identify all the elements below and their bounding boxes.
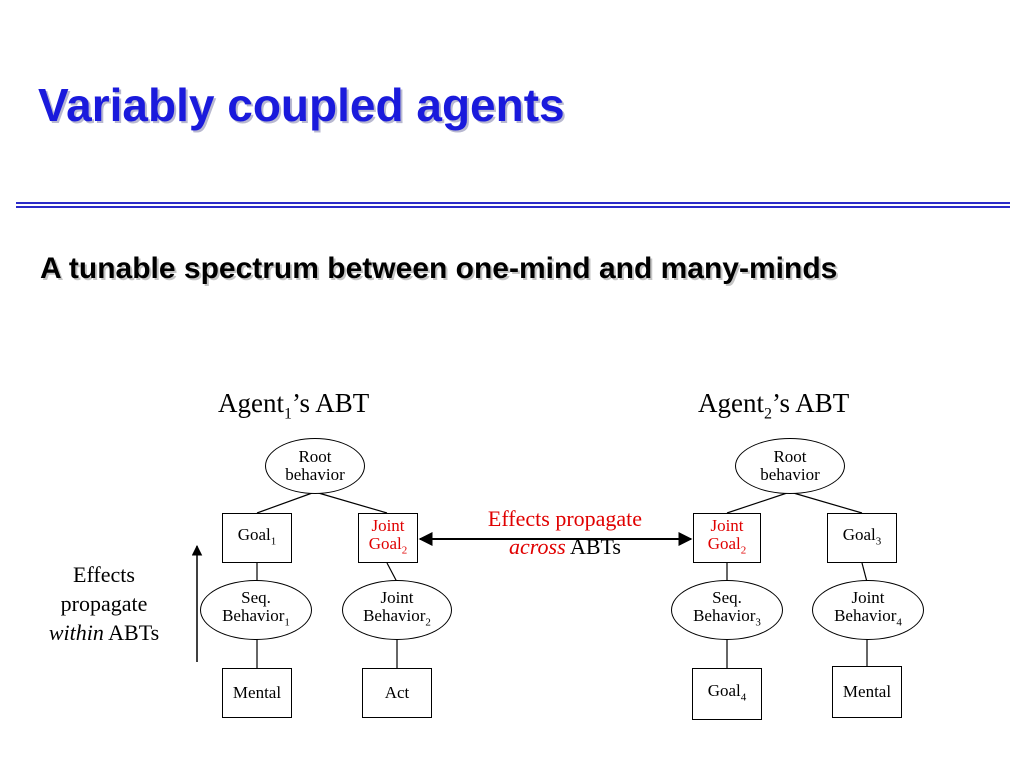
edge-root2-jointgoal	[726, 491, 791, 514]
agent2-seq-behavior3: Seq.Behavior3	[671, 580, 783, 640]
agent1-goal1: Goal1	[222, 513, 292, 563]
within-abt-label: Effects propagate within ABTs	[48, 562, 160, 645]
agent1-seq-behavior1: Seq.Behavior1	[200, 580, 312, 640]
agent2-goal4: Goal4	[692, 668, 762, 720]
agent2-goal3: Goal3	[827, 513, 897, 563]
agent1-act-step: Act	[362, 668, 432, 718]
edge-root1-goal1	[256, 491, 316, 514]
title-divider-bottom	[16, 206, 1010, 208]
agent2-abt-title: Agent2’s ABT	[698, 388, 850, 423]
slide-subtitle: A tunable spectrum between one-mind and …	[40, 252, 838, 285]
edge-root1-jointgoal	[314, 491, 388, 514]
slide-title: Variably coupled agents	[38, 79, 565, 131]
edge-jointgoal-jointbeh	[386, 562, 398, 583]
edge-root2-goal3	[789, 491, 863, 514]
title-divider-top	[16, 202, 1010, 204]
agent1-abt-title: Agent1’s ABT	[218, 388, 370, 423]
agent2-mental-step: Mental	[832, 666, 902, 718]
agent1-mental-step: Mental	[222, 668, 292, 718]
across-abts-label: Effects propagate across ABTs	[487, 506, 643, 559]
edge-goal3-jointbeh	[861, 562, 868, 583]
